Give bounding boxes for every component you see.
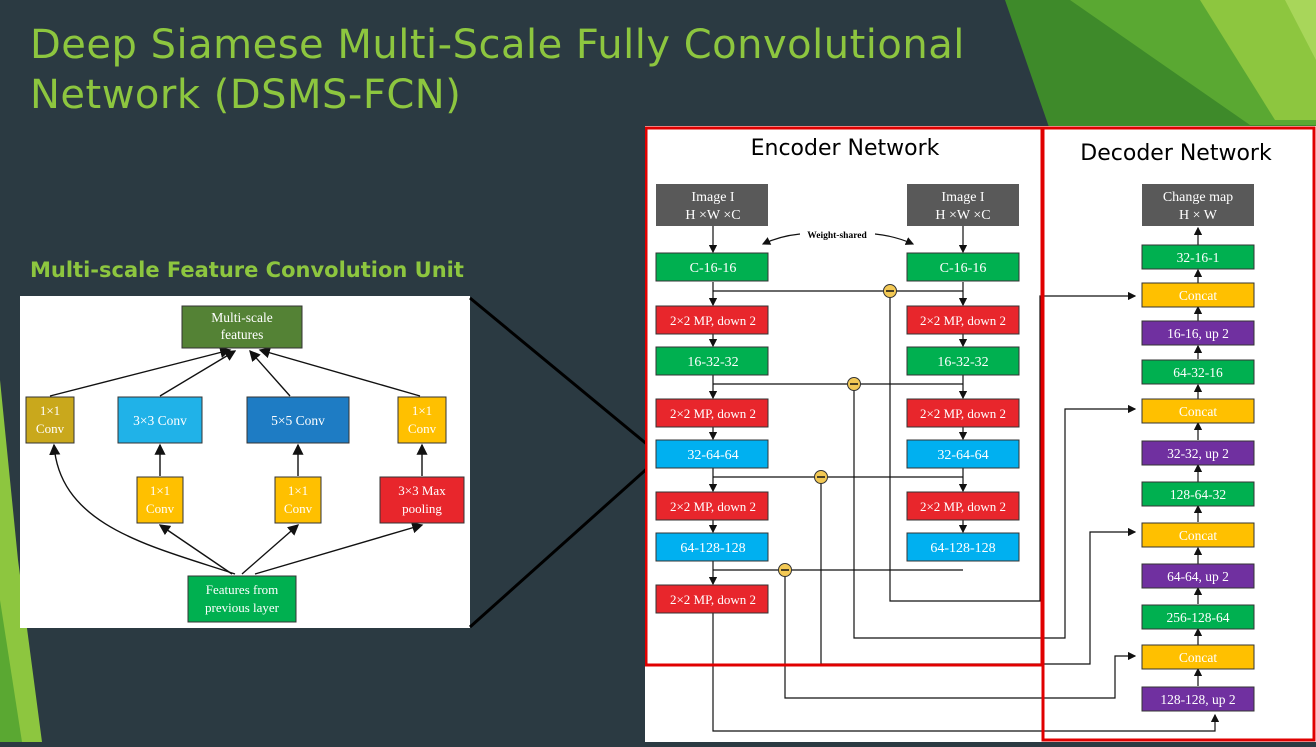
enc-left-block-4: 64-128-128 (680, 541, 745, 556)
slide-title: Deep Siamese Multi-Scale Fully Convoluti… (30, 20, 990, 120)
svg-text:Image I: Image I (941, 190, 984, 205)
output-label-2: features (221, 327, 264, 342)
conv5x5-node: 5×5 Conv (246, 396, 350, 444)
weight-shared-label: Weight-shared (807, 231, 867, 241)
encoder-flow-arrows (708, 226, 968, 586)
svg-text:3×3 Conv: 3×3 Conv (133, 413, 187, 428)
dec-up-1: 16-16, up 2 (1167, 326, 1229, 341)
svg-text:1×1: 1×1 (412, 403, 432, 418)
enc-left-pool-3: 2×2 MP, down 2 (670, 499, 756, 514)
conv3x3-node: 3×3 Conv (117, 396, 203, 444)
svg-text:Features from: Features from (206, 582, 279, 597)
subtraction-nodes (778, 284, 897, 577)
decoder-title: Decoder Network (1080, 141, 1272, 166)
dec-up-2: 32-32, up 2 (1167, 446, 1229, 461)
enc-right-pool-3: 2×2 MP, down 2 (920, 499, 1006, 514)
dec-block-4: 256-128-64 (1167, 610, 1230, 625)
network-panel: Weight-shared (644, 126, 1316, 742)
enc-left-pool-1: 2×2 MP, down 2 (670, 313, 756, 328)
encoder-title: Encoder Network (751, 136, 940, 161)
enc-right-block-2: 16-32-32 (937, 355, 988, 370)
svg-text:previous layer: previous layer (205, 600, 280, 615)
svg-text:Conv: Conv (146, 501, 175, 516)
section-subtitle: Multi-scale Feature Convolution Unit (30, 258, 464, 282)
reduce-conv2-node: 1×1 Conv (274, 476, 322, 524)
enc-right-pool-2: 2×2 MP, down 2 (920, 406, 1006, 421)
dec-up-4: 128-128, up 2 (1160, 692, 1235, 707)
skip-connection-lines (712, 290, 1220, 732)
svg-text:1×1: 1×1 (288, 483, 308, 498)
dec-block-3: 128-64-32 (1170, 487, 1226, 502)
svg-text:pooling: pooling (402, 501, 442, 516)
dec-concat-4: Concat (1179, 650, 1217, 665)
enc-right-block-3: 32-64-64 (937, 448, 988, 463)
encoder-right-column: Image I H ×W ×C C-16-16 2×2 MP, down 2 1… (906, 184, 1020, 562)
decoder-highlight-frame (1041, 126, 1316, 742)
dec-block-1: 32-16-1 (1177, 250, 1220, 265)
enc-left-pool-2: 2×2 MP, down 2 (670, 406, 756, 421)
enc-right-pool-1: 2×2 MP, down 2 (920, 313, 1006, 328)
title-line-2: Network (DSMS-FCN) (30, 72, 462, 118)
svg-text:H ×W ×C: H ×W ×C (685, 208, 740, 223)
change-map-node: Change map H × W (1142, 184, 1254, 226)
dec-up-3: 64-64, up 2 (1167, 569, 1229, 584)
image-left-node: Image I H ×W ×C (656, 184, 768, 226)
svg-text:5×5 Conv: 5×5 Conv (271, 413, 325, 428)
svg-text:1×1: 1×1 (40, 403, 60, 418)
title-line-1: Deep Siamese Multi-Scale Fully Convoluti… (30, 22, 965, 68)
weight-shared-arrows (761, 233, 915, 245)
enc-left-block-2: 16-32-32 (687, 355, 738, 370)
enc-left-block-1: C-16-16 (690, 261, 737, 276)
conv1x1-right-node: 1×1 Conv (397, 396, 447, 444)
svg-text:3×3 Max: 3×3 Max (398, 483, 446, 498)
dec-concat-3: Concat (1179, 528, 1217, 543)
encoder-left-column: Image I H ×W ×C C-16-16 2×2 MP, down 2 1… (655, 184, 769, 614)
svg-text:Conv: Conv (36, 421, 65, 436)
multiscale-output-node: Multi-scale features (181, 305, 303, 349)
image-right-node: Image I H ×W ×C (907, 184, 1019, 226)
enc-right-block-4: 64-128-128 (930, 541, 995, 556)
dec-concat-2: Concat (1179, 404, 1217, 419)
reduce-conv1-node: 1×1 Conv (136, 476, 184, 524)
maxpool-node: 3×3 Max pooling (379, 476, 465, 524)
output-label-1: Multi-scale (211, 310, 272, 325)
svg-text:1×1: 1×1 (150, 483, 170, 498)
enc-left-pool-4: 2×2 MP, down 2 (670, 592, 756, 607)
dec-concat-1: Concat (1179, 288, 1217, 303)
multiscale-unit-panel: Multi-scale features 1×1 Conv 3×3 Conv 5… (20, 296, 470, 628)
svg-text:Conv: Conv (408, 421, 437, 436)
svg-text:H ×W ×C: H ×W ×C (935, 208, 990, 223)
svg-text:Image I: Image I (691, 190, 734, 205)
decoder-column: Change map H × W 32-16-1 Concat 16-16, u… (1141, 184, 1255, 712)
network-diagram: Weight-shared (644, 126, 1316, 742)
enc-right-block-1: C-16-16 (940, 261, 987, 276)
svg-text:Conv: Conv (284, 501, 313, 516)
svg-text:Change map: Change map (1163, 190, 1233, 205)
enc-left-block-3: 32-64-64 (687, 448, 738, 463)
svg-text:H × W: H × W (1179, 208, 1218, 223)
subtraction-signs (781, 290, 894, 571)
conv1x1-left-node: 1×1 Conv (25, 396, 75, 444)
dec-block-2: 64-32-16 (1173, 365, 1223, 380)
input-features-node: Features from previous layer (187, 575, 297, 623)
multiscale-unit-diagram: Multi-scale features 1×1 Conv 3×3 Conv 5… (25, 305, 465, 623)
